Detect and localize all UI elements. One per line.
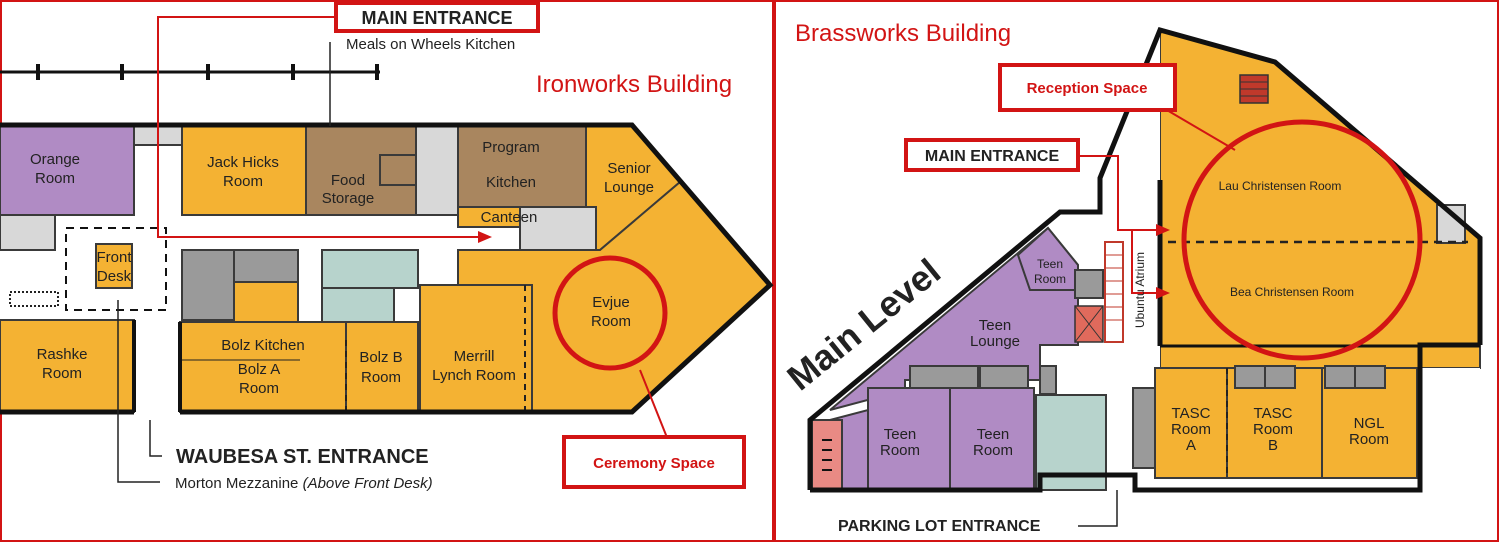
orange-room-label: Orange (30, 151, 80, 168)
teen-room-small-label: Teen (1037, 257, 1063, 271)
svg-text:Storage: Storage (322, 190, 375, 207)
food-storage-label: Food (331, 172, 365, 189)
reception-space-tag (998, 63, 1177, 112)
svg-text:Lounge: Lounge (970, 333, 1020, 350)
jack-hicks-label: Jack Hicks (207, 154, 279, 171)
svg-text:B: B (1268, 437, 1278, 454)
ironworks-title: Ironworks Building (536, 71, 732, 98)
svg-text:Desk: Desk (97, 268, 132, 285)
tasc-room-b-label: TASC (1254, 405, 1293, 422)
jack-hicks-room (181, 124, 307, 216)
reception-space-label: Reception Space (1027, 80, 1148, 97)
ubuntu-atrium-label: Ubuntu Atrium (1133, 252, 1147, 328)
left-main-entrance-box (334, 1, 540, 33)
svg-text:Room: Room (239, 380, 279, 397)
brassworks-title: Brassworks Building (795, 20, 1011, 47)
svg-text:Room: Room (42, 365, 82, 382)
teen-room-small (1016, 226, 1079, 291)
svg-text:Room: Room (1253, 421, 1293, 438)
teen-room-b (949, 387, 1035, 491)
tasc-room-a (1154, 367, 1228, 479)
canteen-label: Canteen (481, 209, 538, 226)
morton-mezzanine-label: Morton Mezzanine (Above Front Desk) (175, 475, 433, 492)
tasc-room-a-label: TASC (1172, 405, 1211, 422)
svg-text:Kitchen: Kitchen (486, 174, 536, 191)
bea-christensen-label: Bea Christensen Room (1230, 285, 1354, 299)
reception-highlight-circle (1181, 119, 1423, 361)
bolz-a-label: Bolz A (238, 361, 281, 378)
svg-text:Room: Room (880, 442, 920, 459)
right-panel-frame (774, 0, 1499, 542)
svg-text:Room: Room (1034, 272, 1066, 286)
merrill-label: Merrill (454, 348, 495, 365)
front-desk (95, 243, 133, 289)
svg-text:Lynch Room: Lynch Room (432, 367, 516, 384)
program-kitchen (457, 124, 587, 208)
teen-room-b-label: Teen (977, 426, 1010, 443)
ngl-room-label: NGL (1354, 415, 1385, 432)
svg-text:Room: Room (973, 442, 1013, 459)
svg-text:Lounge: Lounge (604, 179, 654, 196)
evjue-room-label: Evjue (592, 294, 630, 311)
stairs-pink (811, 419, 843, 491)
bolz-b-label: Bolz B (359, 349, 402, 366)
left-main-entrance-label: MAIN ENTRANCE (362, 8, 513, 28)
meals-kitchen-label: Meals on Wheels Kitchen (346, 36, 515, 53)
ceremony-highlight-circle (552, 255, 668, 371)
svg-text:Room: Room (1171, 421, 1211, 438)
svg-text:Room: Room (35, 170, 75, 187)
rashke-room-label: Rashke (37, 346, 88, 363)
svg-text:Room: Room (361, 369, 401, 386)
parking-lot-entrance-label: PARKING LOT ENTRANCE (838, 518, 1041, 535)
front-desk-label: Front (96, 249, 132, 266)
program-kitchen-label: Program (482, 139, 540, 156)
svg-text:A: A (1186, 437, 1196, 454)
teen-room-a-label: Teen (884, 426, 917, 443)
svg-text:Room: Room (223, 173, 263, 190)
svg-text:Room: Room (1349, 431, 1389, 448)
lau-christensen-label: Lau Christensen Room (1219, 179, 1342, 193)
ironworks-floorplan: Orange Room Jack Hicks Room Food Storage… (0, 1, 774, 492)
svg-text:Room: Room (591, 313, 631, 330)
bolz-kitchen-label: Bolz Kitchen (221, 337, 304, 354)
bolz-b-room (345, 321, 419, 413)
teen-lounge-label: Teen (979, 317, 1012, 334)
bolz-a-room (179, 321, 347, 413)
ceremony-space-label: Ceremony Space (593, 455, 715, 472)
right-main-entrance-label: MAIN ENTRANCE (925, 148, 1060, 165)
senior-lounge-label: Senior (607, 160, 650, 177)
brassworks-floorplan: Lau Christensen Room Bea Christensen Roo… (779, 20, 1483, 535)
ceremony-space-tag (562, 435, 746, 489)
waubesa-entrance-label: WAUBESA ST. ENTRANCE (176, 446, 429, 468)
right-main-entrance-box (904, 138, 1080, 172)
